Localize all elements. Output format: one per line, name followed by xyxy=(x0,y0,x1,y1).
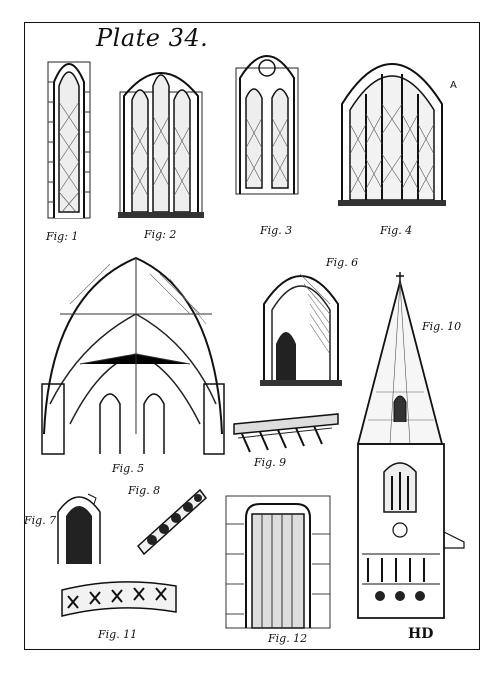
fig-4-five-light-window xyxy=(338,34,446,206)
fig-4-label-a: A xyxy=(450,80,457,91)
fig-9-caption: Fig. 9 xyxy=(254,456,287,469)
fig-8-dogtooth-ornament xyxy=(134,484,208,556)
fig-11-caption: Fig. 11 xyxy=(98,628,138,641)
fig-5-caption: Fig. 5 xyxy=(112,462,145,475)
fig-1-lancet-window xyxy=(46,42,92,222)
fig-4-caption: Fig. 4 xyxy=(380,224,413,237)
plate-title: Plate 34. xyxy=(96,24,209,52)
fig-10-church-tower xyxy=(350,272,466,618)
fig-3-caption: Fig. 3 xyxy=(260,224,293,237)
fig-2-triple-lancet xyxy=(118,56,204,218)
fig-11-ornamental-band xyxy=(60,576,178,620)
fig-2-caption: Fig: 2 xyxy=(144,228,177,241)
plate-border xyxy=(24,22,480,650)
fig-5-vaulted-interior xyxy=(40,254,226,454)
fig-1-caption: Fig: 1 xyxy=(46,230,79,243)
fig-6-caption: Fig. 6 xyxy=(326,256,359,269)
fig-8-caption: Fig. 8 xyxy=(128,484,161,497)
fig-9-corbel-table xyxy=(232,410,340,456)
fig-12-caption: Fig. 12 xyxy=(268,632,308,645)
fig-3-window-quatrefoil xyxy=(234,38,300,196)
fig-7-caption: Fig. 7 xyxy=(24,514,57,527)
fig-10-caption: Fig. 10 xyxy=(422,320,462,333)
fig-6-arched-doorway xyxy=(260,254,342,386)
artist-monogram: HD xyxy=(408,626,434,642)
fig-12-plank-door xyxy=(224,494,332,634)
fig-7-round-headed-niche xyxy=(54,484,104,564)
